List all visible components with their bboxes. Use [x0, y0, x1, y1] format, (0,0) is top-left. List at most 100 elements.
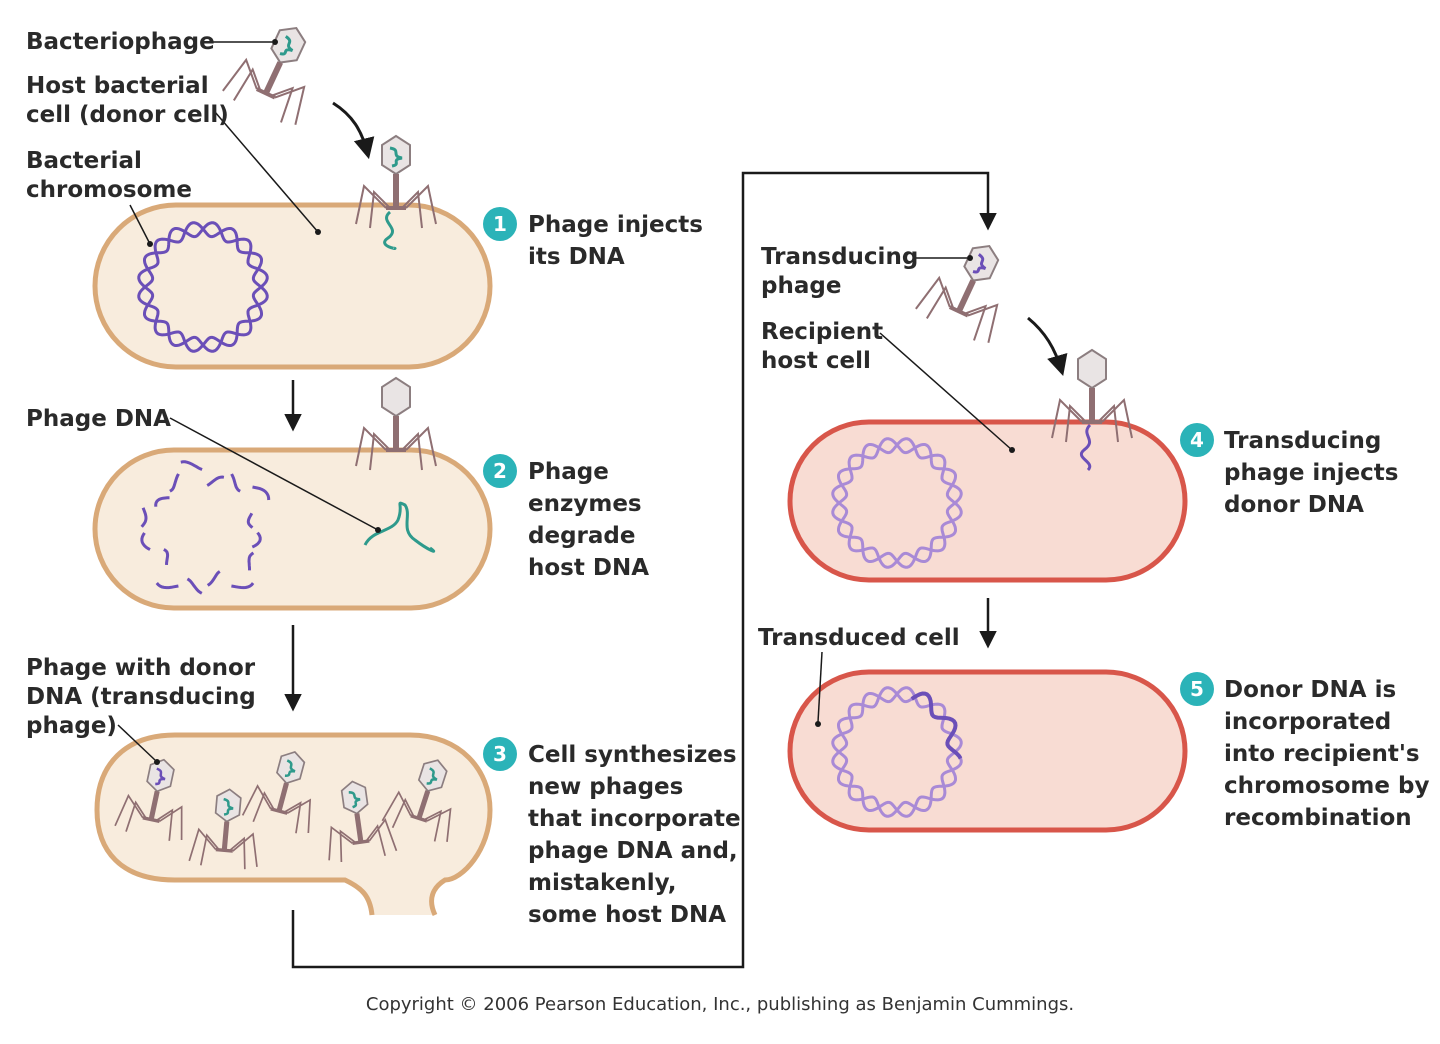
step-5-line1: Donor DNA is	[1224, 677, 1396, 703]
label-bacteriophage: Bacteriophage	[26, 29, 215, 55]
phage-tail-fiber	[405, 183, 437, 225]
connector-step3-to-4	[291, 171, 997, 969]
step-3-line2: new phages	[528, 774, 683, 800]
degraded-host-dna	[140, 460, 271, 595]
dna-fragment	[186, 577, 203, 595]
step-1-text: Phage injects its DNA	[528, 212, 711, 270]
chromosome-5-strand-2	[831, 686, 963, 818]
donor-dna-segment	[910, 691, 963, 760]
phage-capsid	[381, 376, 411, 418]
phage-dna-coil	[223, 797, 234, 816]
phage-tail	[221, 821, 230, 851]
phage-dna-coil	[155, 767, 166, 786]
phage-tail-fiber	[232, 67, 262, 101]
injected-donor-dna-4	[1080, 423, 1092, 472]
phage-tail-fiber	[925, 285, 955, 319]
label-transduced-cell: Transduced cell	[758, 625, 960, 651]
step-3-line1: Cell synthesizes	[528, 742, 737, 768]
label-recipient-host-line2: host cell	[761, 348, 871, 374]
step-3-number: 3	[493, 742, 507, 766]
phage-tail-fiber	[401, 431, 423, 471]
leader-dot-host-cell	[315, 229, 321, 235]
phage-tail-fiber	[188, 827, 217, 862]
phage-tail-fiber	[328, 825, 354, 861]
step-2-line3: degrade	[528, 523, 635, 549]
step-5-text: Donor DNA is incorporated into recipient…	[1224, 677, 1437, 831]
transducing-phage-attached	[1051, 348, 1133, 443]
phage-tail-fiber	[159, 805, 183, 840]
label-recipient-host: Recipient host cell	[761, 319, 891, 374]
phage-tail-fiber	[1065, 403, 1087, 443]
label-chromosome-line1: Bacterial	[26, 148, 142, 174]
step-5: 5 Donor DNA is incorporated into recipie…	[1180, 672, 1437, 831]
phage-tail-fiber	[365, 824, 386, 857]
phage-dna-coil	[426, 767, 438, 785]
step-3-line6: some host DNA	[528, 902, 726, 928]
phage-tail-fiber	[199, 833, 220, 866]
dna-fragment	[154, 496, 170, 507]
step-3: 3 Cell synthesizes new phages that incor…	[483, 737, 749, 928]
phage-tail	[416, 790, 431, 820]
label-phage-with-donor-line2: DNA (transducing	[26, 684, 256, 710]
label-transducing-phage: Transducing phage	[761, 244, 926, 299]
leader-dot-recipient-host	[1009, 447, 1015, 453]
phage-tail-fiber	[339, 829, 357, 863]
step-4-badge	[1180, 423, 1214, 457]
phage-tail-fiber	[155, 808, 174, 841]
dna-fragment	[246, 512, 254, 529]
step-1-line1: Phage injects	[528, 212, 703, 238]
injected-phage-dna-1	[383, 210, 397, 250]
curved-arrow-transducing-attach	[1027, 316, 1068, 377]
phage-tail	[393, 174, 399, 208]
dna-fragment	[247, 551, 255, 571]
leader-dot-chromosome	[147, 241, 153, 247]
phage-tail	[956, 279, 976, 313]
phage-baseplate	[215, 847, 233, 853]
phage-tail-fiber	[963, 304, 988, 341]
chromosome-1-strand-2	[137, 221, 269, 353]
label-phage-with-donor-line1: Phage with donor	[26, 655, 256, 681]
step-4-number: 4	[1190, 428, 1204, 452]
step-1-line2: its DNA	[528, 244, 625, 270]
recipient-chromosome	[831, 437, 963, 569]
phage-tail-fiber	[283, 801, 302, 834]
step-3-line4: phage DNA and,	[528, 838, 738, 864]
recombined-chromosome	[831, 686, 963, 818]
label-phage-dna: Phage DNA	[26, 406, 171, 432]
leader-host-cell	[214, 111, 319, 233]
phage-tail-fiber	[1101, 397, 1133, 439]
label-host-cell: Host bacterial cell (donor cell)	[26, 73, 229, 128]
new-phage-c	[328, 780, 398, 863]
label-recipient-host-line1: Recipient	[761, 319, 883, 345]
phage-tail-fiber	[369, 189, 391, 229]
phage-tail	[1089, 388, 1095, 422]
phage-tail-fiber	[967, 303, 999, 343]
recipient-cell-4	[787, 419, 1188, 583]
step-5-number: 5	[1190, 677, 1204, 701]
dna-fragment	[140, 532, 151, 551]
step-1: 1 Phage injects its DNA	[483, 207, 711, 270]
bacterial-chromosome	[137, 221, 269, 353]
step-2-line1: Phage	[528, 459, 609, 485]
phage-tail-fiber	[426, 807, 452, 842]
step-5-line5: recombination	[1224, 805, 1412, 831]
dna-fragment	[163, 548, 170, 565]
phage-tail-fiber	[368, 818, 398, 852]
phage-tail	[276, 782, 289, 812]
phage-baseplate	[142, 816, 160, 824]
phage-tail	[354, 813, 364, 843]
step-3-line3: that incorporate	[528, 806, 741, 832]
step-2-text: Phage enzymes degrade host DNA	[528, 459, 650, 581]
transduced-cell-5	[787, 669, 1188, 833]
step-1-number: 1	[493, 212, 507, 236]
label-bacterial-chromosome: Bacterial chromosome	[26, 148, 192, 203]
phage-tail-fiber	[401, 189, 423, 229]
curved-arrow-phage-attach	[332, 101, 375, 160]
transducing-phage-free	[915, 244, 1000, 343]
dna-fragment	[252, 485, 271, 501]
label-phage-with-donor: Phage with donor DNA (transducing phage)	[26, 655, 264, 739]
leader-dot-transduced-cell	[815, 721, 821, 727]
step-3-text: Cell synthesizes new phages that incorpo…	[528, 742, 749, 928]
step-4-line2: phage injects	[1224, 460, 1399, 486]
phage-dna-coil	[389, 146, 403, 168]
